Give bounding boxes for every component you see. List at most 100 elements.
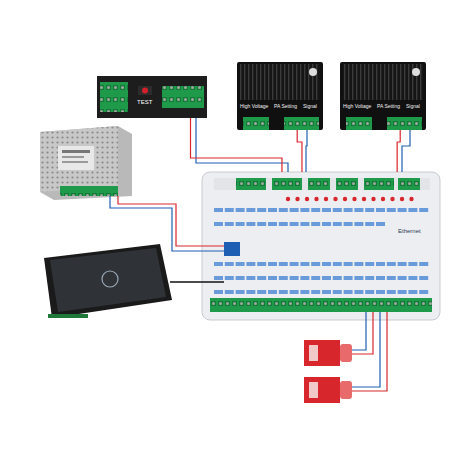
wire	[306, 130, 307, 172]
status-led	[314, 197, 318, 201]
power-supply	[58, 146, 94, 170]
driver-box: High Voltage PA Setting Signal	[237, 62, 323, 130]
display-panel	[50, 248, 166, 312]
display-panel	[48, 314, 88, 318]
port-label-strip	[398, 290, 407, 294]
port-label-strip	[236, 276, 245, 280]
part-label: PA Setting	[274, 104, 297, 109]
display-panel	[44, 244, 172, 318]
port-label-strip	[290, 222, 299, 226]
port-label-strip	[398, 276, 407, 280]
status-led	[305, 197, 309, 201]
port-label-strip	[365, 262, 374, 266]
port-label-strip	[311, 276, 320, 280]
limit-sensor	[340, 381, 352, 399]
limit-sensor	[304, 377, 340, 403]
port-label-strip	[214, 222, 223, 226]
laser-power-module	[97, 76, 207, 118]
port-label-strip	[344, 262, 353, 266]
port-label-strip	[322, 262, 331, 266]
port-label-strip	[365, 208, 374, 212]
part-label: Ethernet	[398, 228, 421, 234]
wire	[402, 130, 410, 172]
part-label: High Voltage	[240, 104, 268, 109]
status-led	[371, 197, 375, 201]
wire-connector	[191, 118, 282, 172]
port-label-strip	[419, 262, 428, 266]
stepper-driver	[240, 64, 320, 100]
port-label-strip	[300, 222, 309, 226]
status-led	[333, 197, 337, 201]
port-label-strip	[398, 262, 407, 266]
status-led	[362, 197, 366, 201]
controller-housing	[236, 178, 266, 190]
wire-connector	[297, 130, 302, 172]
port-label-strip	[354, 262, 363, 266]
controller-housing	[336, 178, 358, 190]
limit-sensor	[340, 344, 352, 362]
port-label-strip	[344, 290, 353, 294]
port-label-strip	[246, 208, 255, 212]
port-label-strip	[333, 290, 342, 294]
port-label-strip	[311, 262, 320, 266]
port-label-strip	[279, 208, 288, 212]
port-label-strip	[290, 276, 299, 280]
port-label-strip	[300, 208, 309, 212]
port-label-strip	[290, 290, 299, 294]
port-label-strip	[376, 290, 385, 294]
port-label-strip	[300, 262, 309, 266]
wire	[170, 281, 224, 283]
stepper-driver	[343, 64, 423, 100]
port-label-strip	[333, 276, 342, 280]
wire	[196, 118, 288, 172]
part-label: PA Setting	[377, 104, 400, 109]
port-label-strip	[279, 276, 288, 280]
stepper-driver	[346, 117, 372, 130]
part-label: Signal	[406, 104, 420, 109]
port-label-strip	[225, 276, 234, 280]
limit-sensor	[309, 345, 318, 361]
limit-sensor	[309, 382, 318, 398]
port-label-strip	[279, 290, 288, 294]
status-led	[324, 197, 328, 201]
port-label-strip	[214, 208, 428, 294]
port-label-strip	[236, 208, 245, 212]
limit-sensor	[304, 340, 340, 366]
port-label-strip	[246, 262, 255, 266]
power-supply	[40, 126, 132, 200]
stepper-driver	[243, 117, 269, 130]
port-label-strip	[246, 276, 255, 280]
port-label-strip	[268, 222, 277, 226]
port-label-strip	[246, 290, 255, 294]
wire	[352, 312, 373, 354]
part-label: Signal	[303, 104, 317, 109]
port-label-strip	[322, 222, 331, 226]
laser-power-module	[142, 88, 148, 94]
limit-sensor	[304, 340, 352, 403]
controller-housing	[308, 178, 330, 190]
power-supply	[62, 161, 88, 163]
controller-housing	[214, 178, 430, 190]
status-led	[352, 197, 356, 201]
port-label-strip	[408, 208, 417, 212]
status-led	[409, 197, 413, 201]
port-label-strip	[333, 208, 342, 212]
controller-housing	[210, 298, 432, 312]
port-label-strip	[268, 276, 277, 280]
stepper-driver	[340, 62, 426, 130]
port-label-strip	[365, 222, 374, 226]
power-supply	[60, 186, 118, 196]
port-label-strip	[344, 276, 353, 280]
part-label: High Voltage	[343, 104, 371, 109]
controller-housing	[398, 178, 420, 190]
stepper-driver	[237, 62, 323, 130]
port-label-strip	[333, 262, 342, 266]
port-label-strip	[322, 276, 331, 280]
controller-housing	[224, 242, 240, 256]
stepper-driver	[340, 62, 426, 130]
status-led	[381, 197, 385, 201]
port-label-strip	[257, 276, 266, 280]
port-label-strip	[257, 290, 266, 294]
status-led	[343, 197, 347, 201]
display-panel	[44, 244, 172, 318]
